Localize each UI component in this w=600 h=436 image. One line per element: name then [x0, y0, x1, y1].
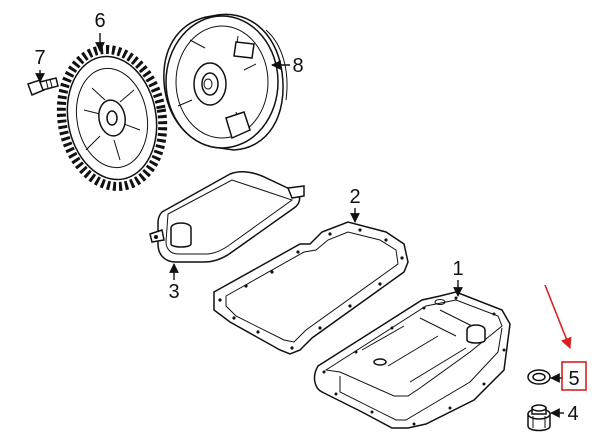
callout-7: 7	[34, 47, 45, 69]
callout-6: 6	[94, 10, 105, 32]
oil-pan	[313, 291, 511, 429]
torque-converter	[163, 13, 288, 151]
callout-4: 4	[567, 403, 578, 425]
callout-8: 8	[292, 55, 303, 77]
callout-5: 5	[568, 368, 579, 390]
highlight-arrow	[544, 284, 572, 350]
drain-plug	[527, 404, 551, 432]
leader-lines	[35, 33, 564, 418]
flywheel	[56, 44, 168, 192]
highlight-indicator	[544, 284, 587, 391]
filter	[149, 171, 305, 263]
bolt	[27, 77, 59, 96]
callout-2: 2	[349, 186, 360, 208]
gasket	[213, 221, 409, 355]
washer	[527, 369, 551, 385]
callout-labels: 6 7 8 3 2 1 5 4	[34, 10, 579, 425]
callout-1: 1	[452, 258, 463, 280]
callout-3: 3	[168, 281, 179, 303]
highlight-box	[561, 361, 587, 391]
